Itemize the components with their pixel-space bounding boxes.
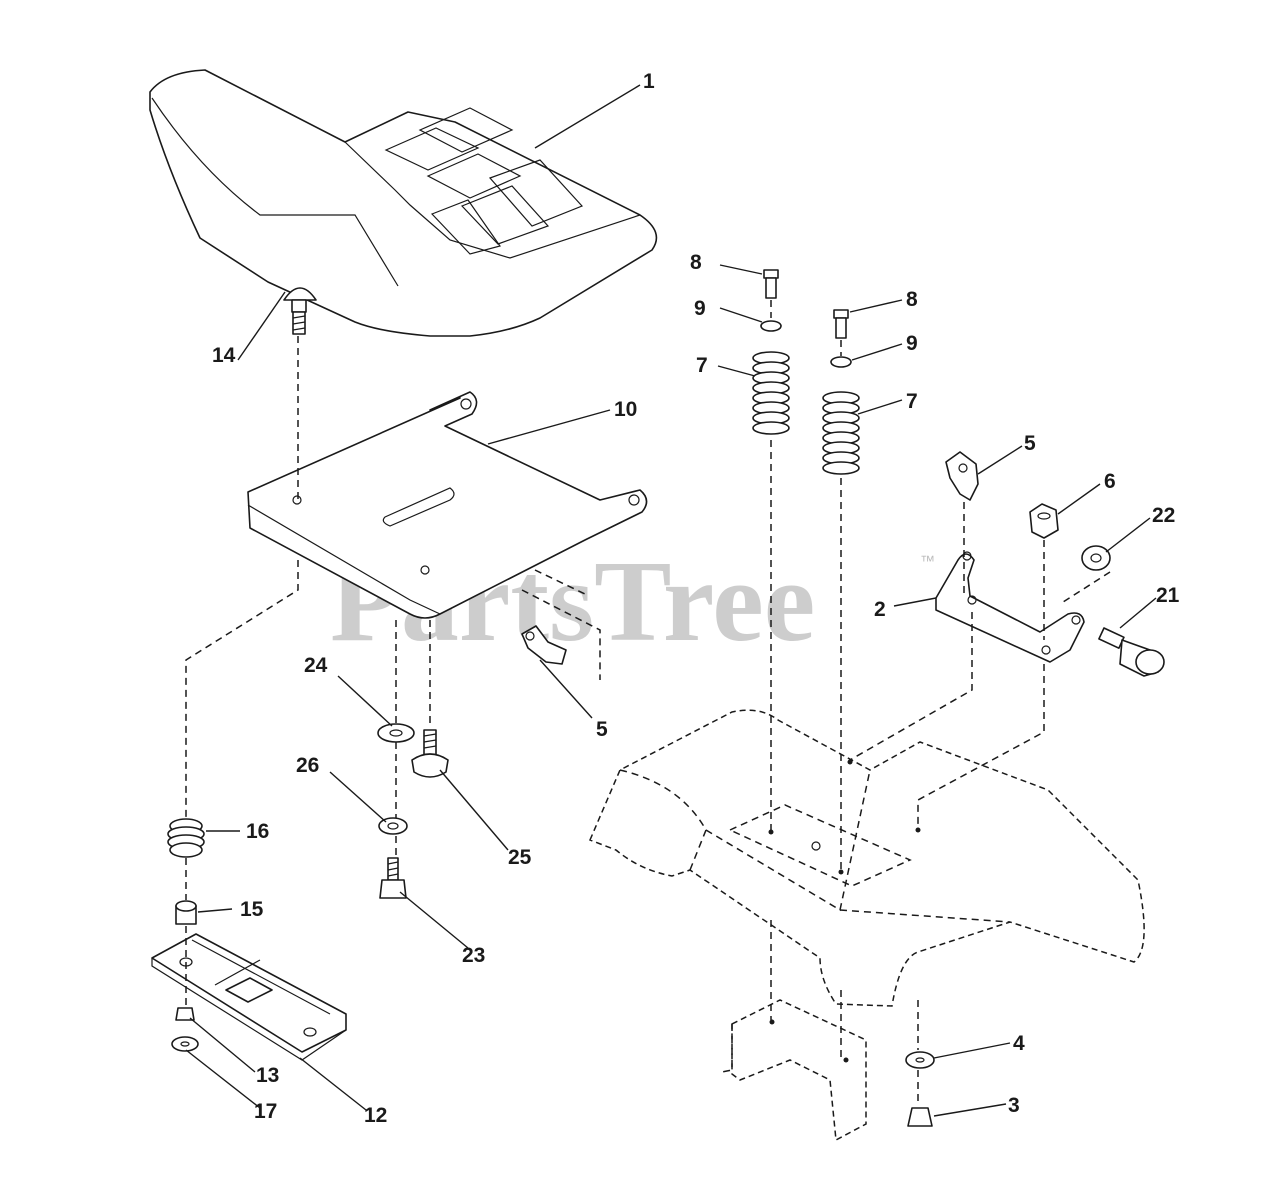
callout-15: 15 [240,898,264,921]
callout-4: 4 [1013,1032,1025,1055]
bolt-8b-part [833,309,849,339]
callout-9-left: 9 [694,297,706,320]
watermark-trademark: ™ [920,553,935,570]
callout-3: 3 [1008,1094,1020,1117]
clip-left-part [521,625,567,665]
callout-6: 6 [1104,470,1116,493]
callout-7-right: 7 [906,390,918,413]
alignment-lines [185,300,1111,1104]
washer-17-part [171,1036,199,1052]
nut-6-part [1029,503,1059,539]
nut-13-part [175,1007,195,1021]
washer-9b-part [830,356,852,368]
callout-23: 23 [462,944,485,967]
leader-lines [185,84,1157,1117]
carriage-bolt-part [283,287,317,335]
hex-bolt-23-part [379,857,407,899]
callout-5-right: 5 [1024,432,1036,455]
washer-4-part [905,1051,935,1069]
callout-12: 12 [364,1104,387,1127]
spacer-part [175,900,197,925]
shoulder-bolt-part [411,729,449,778]
callout-21: 21 [1156,584,1180,607]
spring-7b-part [822,391,860,475]
callout-26: 26 [296,754,319,777]
seat-part [149,69,658,337]
small-spring-part [167,818,205,858]
spring-7a-part [752,351,790,435]
fender-phantom [589,709,1145,1007]
callout-1: 1 [643,70,655,93]
callout-8-left: 8 [690,251,702,274]
callout-24: 24 [304,654,328,677]
callout-17: 17 [254,1100,277,1123]
callout-13: 13 [256,1064,279,1087]
callout-7-left: 7 [696,354,708,377]
slide-plate-part [151,933,347,1061]
washer-9a-part [760,320,782,332]
callout-25: 25 [508,846,532,869]
bolt-8a-part [763,269,779,299]
seat-pan-part [247,391,648,619]
latch-right-part [945,451,979,501]
callout-2: 2 [874,598,886,621]
callout-8-right: 8 [906,288,918,311]
callout-10: 10 [614,398,637,421]
callout-9-right: 9 [906,332,918,355]
bracket-2-part [935,551,1085,663]
bushing-22-part [1081,545,1111,571]
callout-22: 22 [1152,504,1175,527]
callout-14: 14 [212,344,236,367]
callout-labels: 1 2 3 4 5 5 6 7 7 8 8 9 9 10 12 13 14 15… [212,70,1180,1127]
washer-24-part [377,723,415,743]
nut-3-part [907,1107,933,1127]
callout-16: 16 [246,820,269,843]
lower-bracket-phantom [721,999,867,1142]
callout-5-left: 5 [596,718,608,741]
knob-21-part [1098,627,1165,677]
